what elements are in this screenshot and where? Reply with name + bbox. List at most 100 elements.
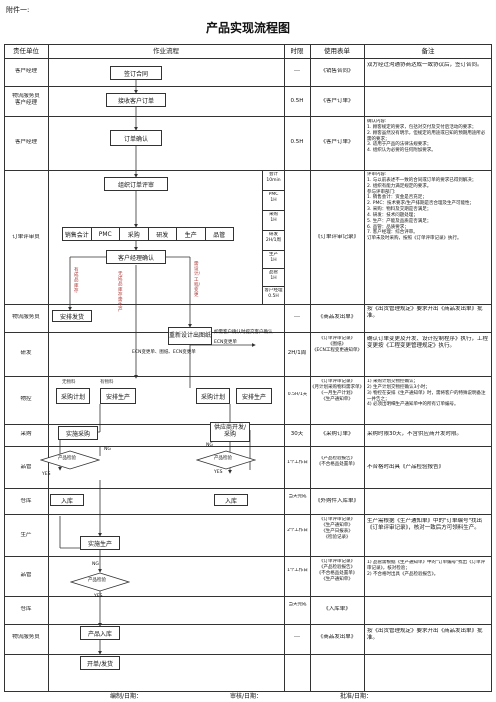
inspect-label-1: 产品检验 xyxy=(58,456,76,461)
inspect-diamond-3 xyxy=(70,572,130,592)
row-form: 《采购订单》 xyxy=(320,431,354,437)
inspect-diamond-2 xyxy=(196,450,256,470)
review-members: 销售会计 PMC 采购 研发 生产 品管 xyxy=(62,227,234,241)
ecn-change-label: ECN变更单 xyxy=(214,340,237,345)
purchase-plan-box-2: 采购计划 xyxy=(196,388,230,404)
ng-label-3: NG xyxy=(92,562,99,567)
footer-reviewed: 审核/日期： xyxy=(230,693,263,700)
need-design-label: 需设计/工程/变更 xyxy=(194,262,201,299)
no-material-label: 无物料 xyxy=(62,380,76,385)
row-dept: 研发 xyxy=(20,350,32,356)
row-time: 0.5H/1天 xyxy=(287,392,308,397)
yes-label-1: YES xyxy=(42,472,51,477)
row-dept: 采购 xyxy=(20,431,32,437)
row-time: 当天完成 xyxy=(288,494,307,499)
row-dept: 仓库 xyxy=(20,498,32,504)
row-time: 1个工作日 xyxy=(287,568,308,573)
do-purchase-box: 实施采购 xyxy=(58,426,98,440)
row-dept: 物流服务员 xyxy=(12,314,40,320)
header-forms: 使用表单 xyxy=(324,47,350,55)
header-notes: 备注 xyxy=(421,47,435,55)
arrange-production-box: 安排生产 xyxy=(100,388,136,404)
header-dept: 责任单位 xyxy=(13,47,39,55)
purchase-plan-box: 采购计划 xyxy=(56,388,90,404)
footer-approved: 批准/日期： xyxy=(340,693,373,700)
ng-label-1: NG xyxy=(104,447,111,452)
has-material-label: 有物料 xyxy=(100,380,114,385)
flow-table xyxy=(4,44,492,692)
row-time: --- xyxy=(294,68,300,74)
row-form: 《客户订单》 xyxy=(320,139,354,145)
row-time: --- xyxy=(294,314,300,320)
header-flow: 作业流程 xyxy=(153,47,179,55)
row-form: 《订单评审记录》 xyxy=(314,234,359,240)
member-qc: 品管 xyxy=(205,228,233,240)
row-form: 《商品发出单》 xyxy=(317,634,357,640)
no-stock-label: 无成品库存需生产 xyxy=(118,272,123,314)
row-time: 0.5H xyxy=(290,139,304,145)
row-dept: 生产 xyxy=(20,532,32,538)
product-in-box: 产品入库 xyxy=(80,626,120,640)
arrange-ship-box: 安排发货 xyxy=(52,310,92,322)
row-form: 《订单评审记录》 《图纸》 《ECN工程变更通知单》 xyxy=(312,336,362,353)
row-time: 2个工作日 xyxy=(287,528,308,533)
row-note: 按《出货管理规定》要求开出《商品发出单》批准。 xyxy=(367,306,483,320)
row-dept: 品管 xyxy=(20,464,32,470)
row-dept: 仓库 xyxy=(20,606,32,612)
row-note: 生产需根据《生产通知单》中的"订单编号"找出《订单评审记录》，核对一致后方可领料… xyxy=(367,518,483,532)
member-pmc: PMC xyxy=(91,228,120,240)
row-time: 当天完成 xyxy=(288,602,307,607)
row-form: 《入库单》 xyxy=(323,606,351,612)
design-note: 如需客户确认时提交客户确认 xyxy=(214,330,273,335)
row-time: 1个工作日 xyxy=(287,460,308,465)
row-time: --- xyxy=(294,634,300,640)
row-note: 不合格时出具《产品检验报告》 xyxy=(367,464,445,470)
row-note: 1) 采购计划交物控确认； 2) 生产计划交物控确认3小时； 3) 物控在安排《… xyxy=(367,379,486,408)
inspect-diamond-1 xyxy=(40,450,100,470)
row-form: 《产品检验报告》 《不合格品处置单》 xyxy=(316,456,358,467)
footer-prepared: 编制/日期： xyxy=(110,693,143,700)
row-time: 30天 xyxy=(290,431,304,437)
member-sales-accounting: 销售会计 xyxy=(63,228,92,240)
order-confirm-box: 订单确认 xyxy=(110,130,162,146)
inspect-label-2: 产品检验 xyxy=(214,456,232,461)
row-note: 确认内容: 1. 顾客规定的要求，包括对交付及交付后活动的要求； 2. 顾客虽然… xyxy=(367,119,486,154)
row-form: 《订单评审记录》 《月计划采购物料需求单》 《一月生产计划》 《生产通知单》 xyxy=(310,379,364,402)
row-form: 《客户订单》 xyxy=(320,98,354,104)
row-form: 《销售合同》 xyxy=(320,68,354,74)
ng-label-2: NG xyxy=(206,443,213,448)
row-dept: 物控 xyxy=(20,396,32,402)
row-dept: 品管 xyxy=(20,572,32,578)
row-note: 采购时限30天，不含供应商开发时限。 xyxy=(367,431,462,437)
redesign-box: 重新设计出图纸 xyxy=(168,327,212,345)
annex-label: 附件一: xyxy=(6,6,30,14)
row-dept: 订单评审员 xyxy=(12,234,40,240)
row-time: 0.5H xyxy=(290,98,304,104)
arrange-production-box-2: 安排生产 xyxy=(236,388,272,404)
header-time: 时限 xyxy=(290,47,304,55)
row-dept: 客户经理 xyxy=(14,68,37,74)
inspect-label-3: 产品检验 xyxy=(88,578,106,583)
sign-contract-box: 签订合同 xyxy=(110,66,162,80)
member-rd: 研发 xyxy=(148,228,177,240)
supplier-box: 供应商开发/采购 xyxy=(210,422,250,442)
member-production: 生产 xyxy=(177,228,206,240)
stock-in-box-2: 入库 xyxy=(214,494,248,506)
row-note: 双方经过沟通协商达成一致协议后，签订合同。 xyxy=(367,62,483,68)
do-production-box: 实施生产 xyxy=(80,536,120,550)
row-dept: 物流服务员 xyxy=(12,634,40,640)
row-form: 《外购件入库单》 xyxy=(314,498,359,504)
row-dept: 物流服务员 客户经理 xyxy=(12,93,40,107)
row-dept: 客户经理 xyxy=(14,139,37,145)
receive-order-box: 接收客户订单 xyxy=(106,93,166,107)
manager-confirm-box: 客户经理确认 xyxy=(106,250,166,264)
row-note: 评审内容: 1. 与以前表述不一致的合同或订单的要求已得到解决； 2. 组织有能… xyxy=(367,172,477,242)
row-note: 1) 品管需根据《生产通知单》中的"订单编号"找出《订单评审记录》，核对检验； … xyxy=(367,560,486,577)
